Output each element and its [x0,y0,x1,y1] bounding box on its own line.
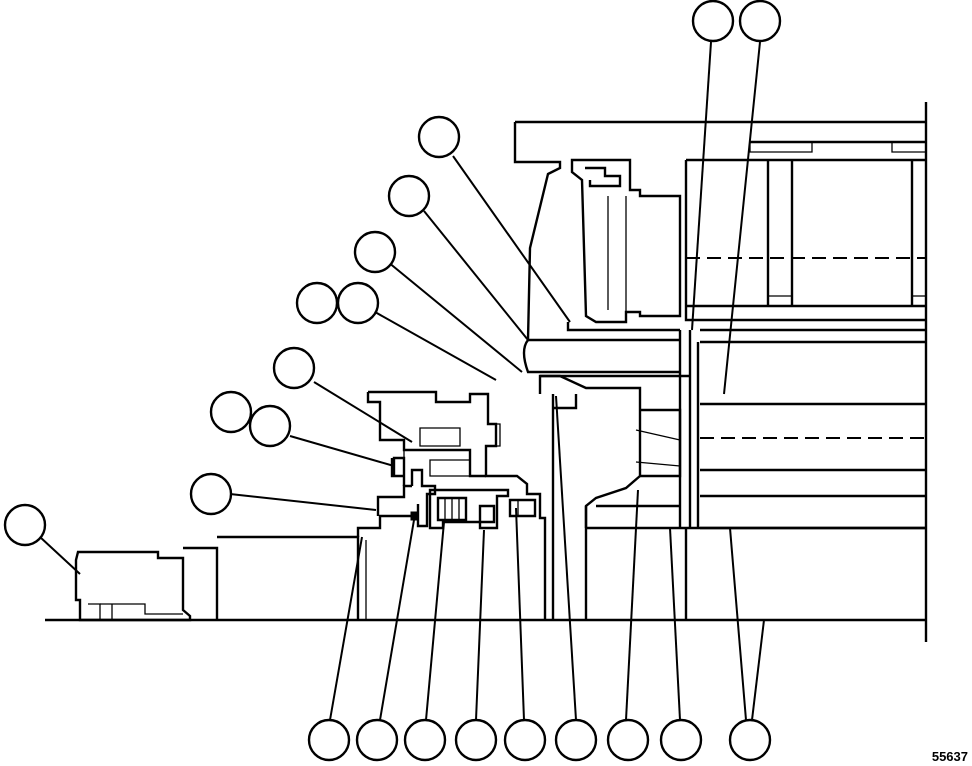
callout-circle [309,720,349,760]
callout-circle [5,505,45,545]
callout-circle [191,474,231,514]
callout-circle [274,348,314,388]
callout-circle [556,720,596,760]
end-nut [76,552,190,620]
callout-circle [740,1,780,41]
leader-lines [40,42,764,720]
callout-circle [211,392,251,432]
callout-circle [456,720,496,760]
callout-circle [355,232,395,272]
bearing [411,490,508,528]
callout-circle [357,720,397,760]
callout-circle [338,283,378,323]
gear-train [586,142,926,620]
callout-circle [608,720,648,760]
input-flange [368,392,545,620]
callout-circle [389,176,429,216]
callout-circle [405,720,445,760]
callouts [5,1,780,760]
figure-number: 55637 [931,749,968,764]
output-shaft [183,516,416,620]
center-housing [515,122,926,620]
callout-circle [505,720,545,760]
callout-circle [661,720,701,760]
callout-circle [297,283,337,323]
ring-gear [524,160,698,528]
callout-circle [419,117,459,157]
flange-bolt [510,500,535,516]
callout-circle [730,720,770,760]
callout-circle [693,1,733,41]
callout-circle [250,406,290,446]
